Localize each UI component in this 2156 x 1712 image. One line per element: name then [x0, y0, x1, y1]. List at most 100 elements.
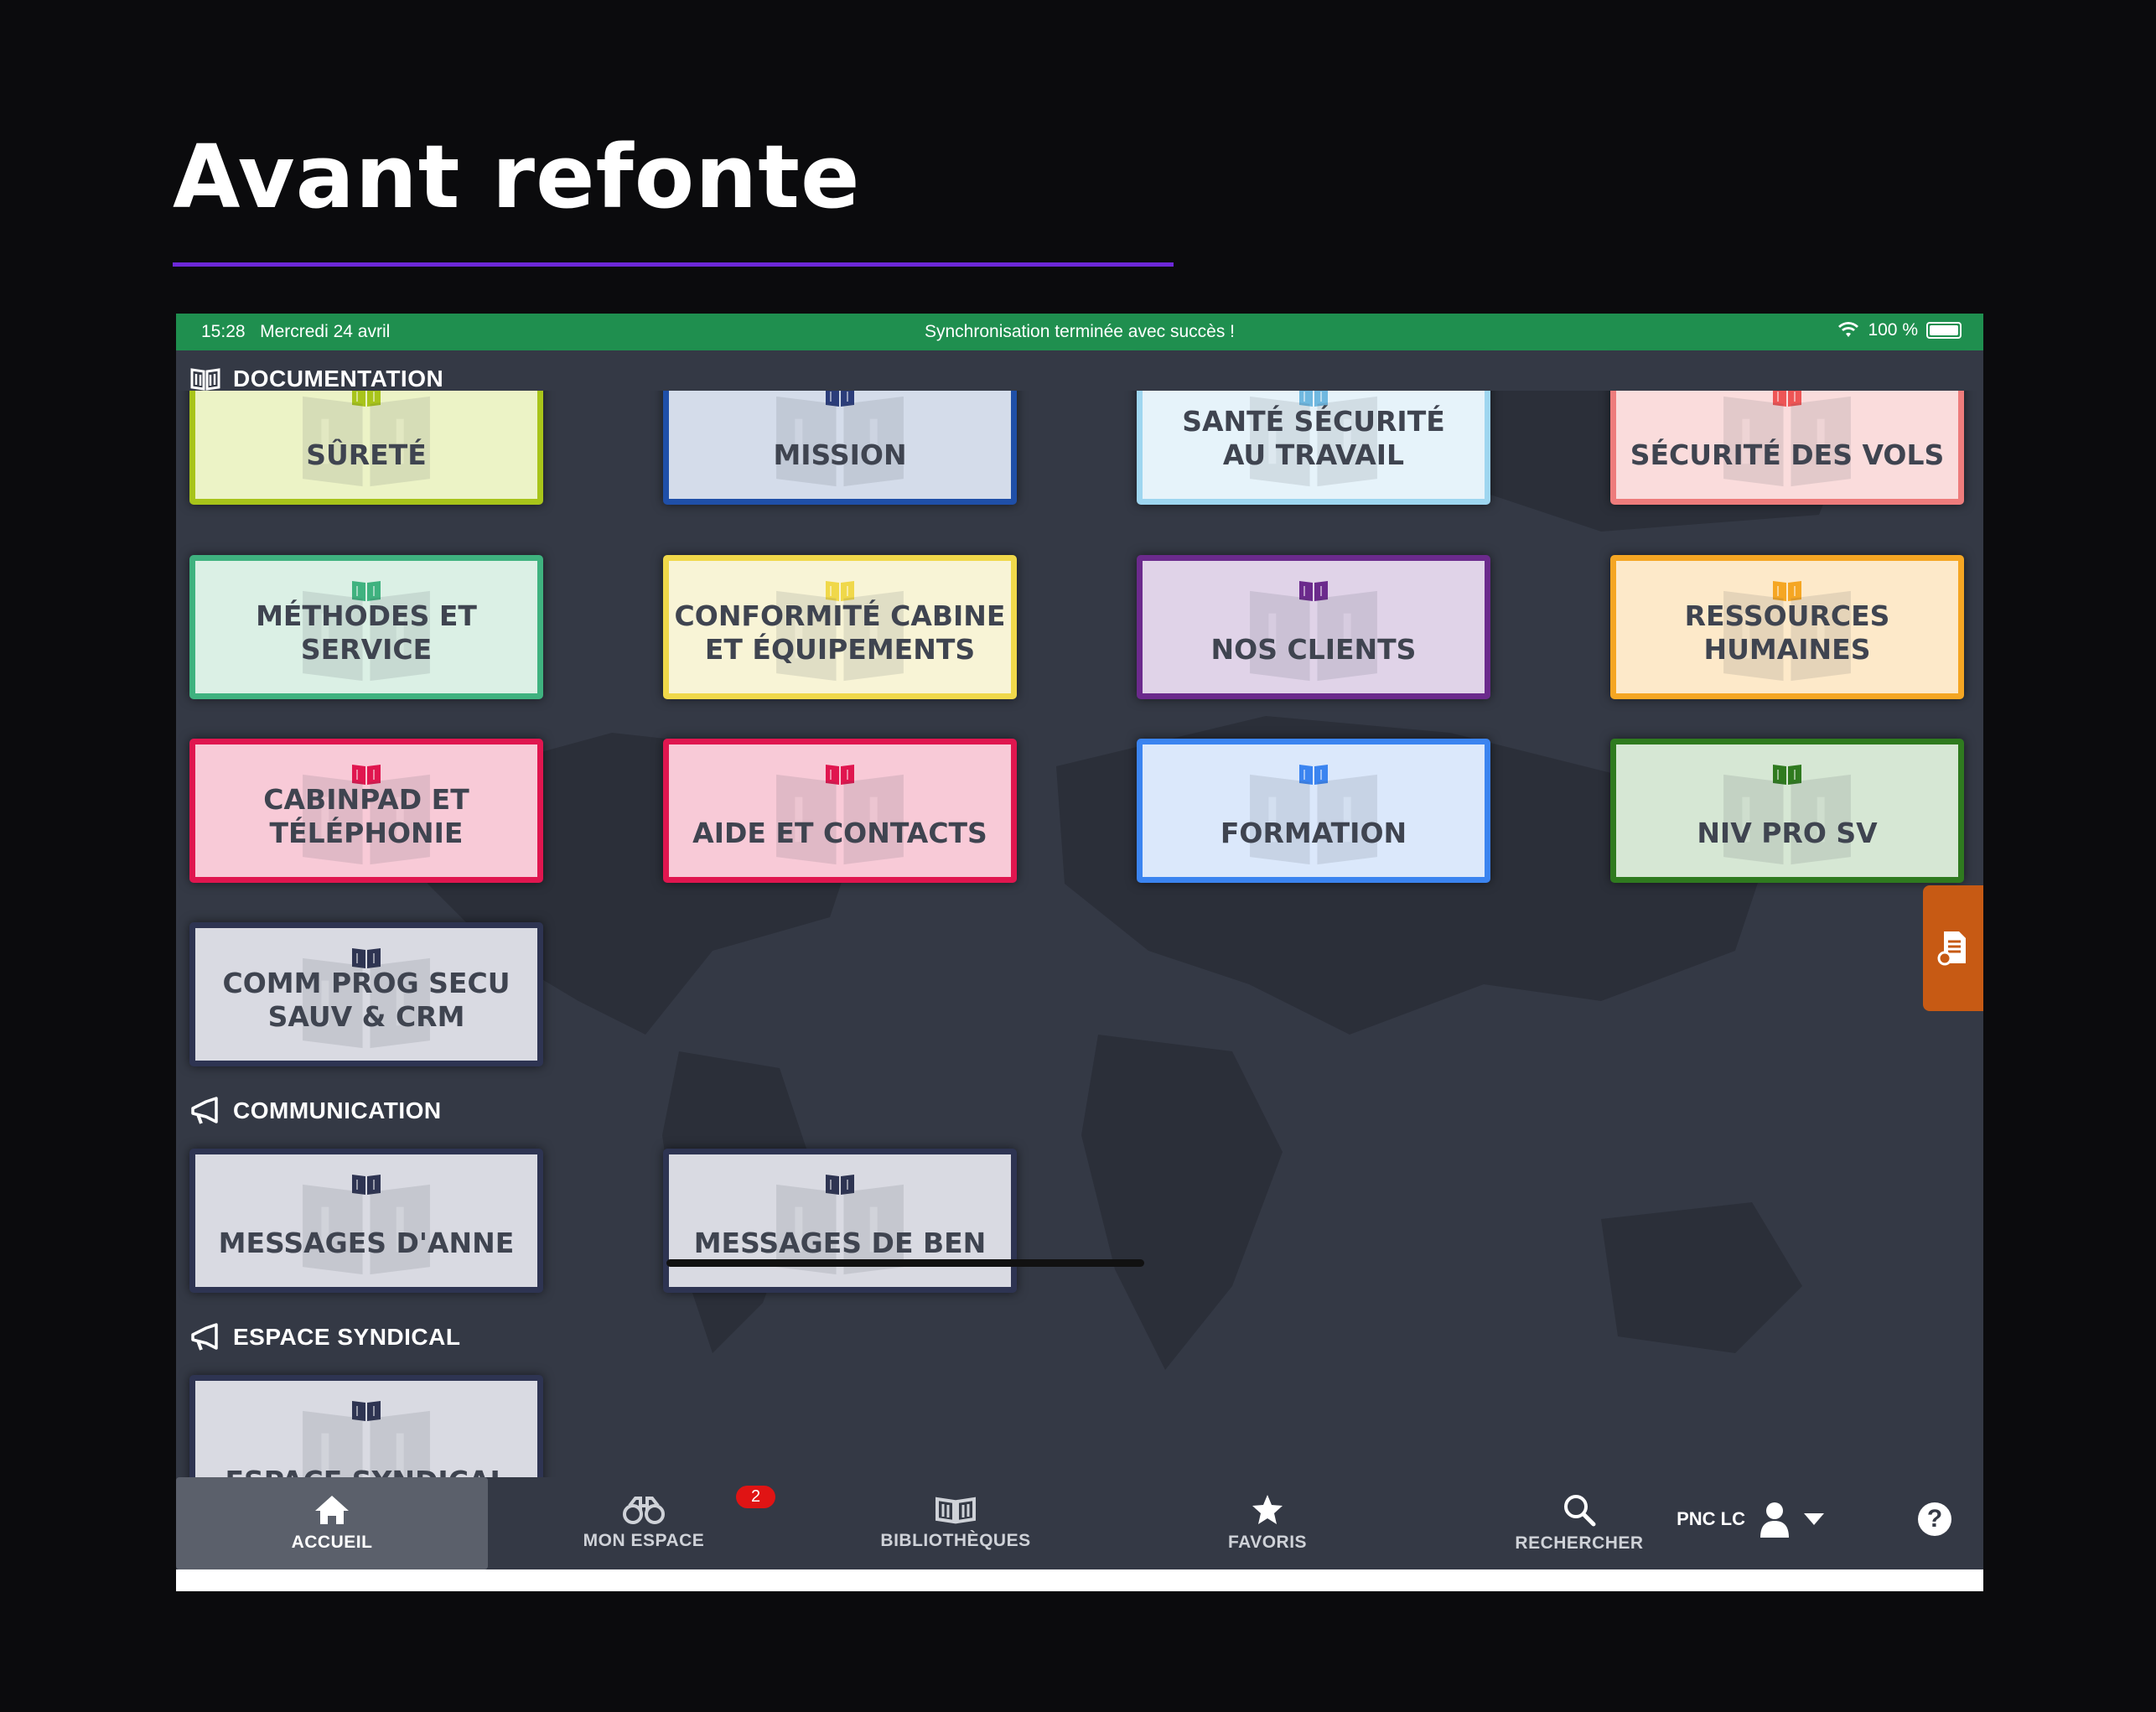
tablet-screenshot: 15:28 Mercredi 24 avril Synchronisation … — [176, 314, 1983, 1591]
card-aide-contacts[interactable]: AIDE ET CONTACTS — [663, 739, 1017, 883]
tab-label: MON ESPACE — [583, 1531, 705, 1550]
slide-title: Avant refonte — [173, 126, 861, 228]
card-title: NOS CLIENTS — [1210, 633, 1417, 666]
battery-percent: 100 % — [1868, 320, 1918, 340]
book-icon — [1299, 386, 1328, 407]
megaphone-icon — [191, 1097, 218, 1124]
book-icon — [352, 1401, 381, 1421]
card-cabinpad[interactable]: CABINPAD ET TÉLÉPHONIE — [189, 739, 543, 883]
book-watermark-icon — [303, 1184, 430, 1275]
book-watermark-icon — [303, 396, 430, 487]
book-icon — [826, 386, 854, 407]
home-bar-area — [176, 1569, 1983, 1591]
book-watermark-icon — [776, 396, 904, 487]
book-icon — [826, 1175, 854, 1195]
book-watermark-icon — [776, 1184, 904, 1275]
card-nos-clients[interactable]: NOS CLIENTS — [1137, 555, 1490, 699]
card-title: AIDE ET CONTACTS — [692, 817, 987, 849]
card-title: CABINPAD ET TÉLÉPHONIE — [263, 783, 469, 849]
book-icon — [1773, 581, 1801, 601]
book-watermark-icon — [303, 774, 430, 865]
home-indicator — [666, 1259, 1144, 1267]
card-title: NIV PRO SV — [1697, 817, 1878, 849]
sync-message: Synchronisation terminée avec succès ! — [924, 322, 1235, 341]
card-title: RESSOURCES HUMAINES — [1684, 599, 1890, 666]
home-icon — [315, 1496, 349, 1524]
book-watermark-icon — [776, 774, 904, 865]
card-title: MÉTHODES ET SERVICE — [256, 599, 477, 666]
card-methodes-service[interactable]: MÉTHODES ET SERVICE — [189, 555, 543, 699]
book-icon — [1773, 765, 1801, 785]
tab-label: FAVORIS — [1227, 1533, 1308, 1552]
help-button[interactable]: ? — [1918, 1502, 1951, 1536]
book-icon — [826, 765, 854, 785]
documentation-header-band — [176, 350, 1983, 391]
tab-label: ACCUEIL — [291, 1533, 373, 1552]
chevron-down-icon — [1804, 1513, 1824, 1525]
status-time: 15:28 — [201, 322, 246, 341]
help-icon: ? — [1926, 1505, 1943, 1533]
tab-rechercher[interactable]: RECHERCHER — [1423, 1477, 1735, 1569]
book-watermark-icon — [1250, 774, 1377, 865]
book-watermark-icon — [1250, 590, 1377, 682]
book-icon — [935, 1497, 976, 1524]
title-underline — [173, 262, 1174, 267]
book-watermark-icon — [303, 957, 430, 1049]
section-label-communication: COMMUNICATION — [233, 1097, 442, 1123]
book-icon — [190, 368, 220, 391]
wifi-icon — [1838, 322, 1859, 337]
card-title: MESSAGES DE BEN — [693, 1227, 987, 1259]
tab-label: BIBLIOTHÈQUES — [880, 1531, 1031, 1550]
battery-icon — [1926, 322, 1962, 339]
tab-mon-espace[interactable]: MON ESPACE — [488, 1477, 800, 1569]
card-title: MESSAGES D'ANNE — [218, 1227, 515, 1259]
bottom-tab-bar: ACCUEIL MON ESPACE 2 BIBLIOTHÈQUES FAVOR… — [176, 1477, 1983, 1569]
card-comm-prog-secu[interactable]: COMM PROG SECU SAUV & CRM — [189, 922, 543, 1066]
star-icon — [1252, 1495, 1283, 1524]
card-title: COMM PROG SECU SAUV & CRM — [222, 967, 510, 1033]
user-icon — [1760, 1502, 1789, 1538]
status-date: Mercredi 24 avril — [260, 322, 391, 341]
tab-favoris[interactable]: FAVORIS — [1112, 1477, 1423, 1569]
megaphone-icon — [191, 1323, 218, 1351]
book-icon — [826, 581, 854, 601]
card-messages-anne[interactable]: MESSAGES D'ANNE — [189, 1149, 543, 1293]
tab-accueil[interactable]: ACCUEIL — [176, 1477, 488, 1569]
side-document-tab[interactable] — [1923, 885, 1983, 1011]
book-icon — [352, 386, 381, 407]
section-label-documentation: DOCUMENTATION — [233, 366, 444, 392]
search-icon — [1564, 1495, 1596, 1527]
book-watermark-icon — [1723, 774, 1851, 865]
section-label-espace-syndical: ESPACE SYNDICAL — [233, 1324, 461, 1350]
book-icon — [352, 581, 381, 601]
tab-bibliotheques[interactable]: BIBLIOTHÈQUES — [800, 1477, 1112, 1569]
card-title: SÉCURITÉ DES VOLS — [1630, 438, 1945, 471]
notification-badge: 2 — [736, 1486, 776, 1508]
card-title: FORMATION — [1220, 817, 1407, 849]
section-header-espace-syndical: ESPACE SYNDICAL — [189, 1323, 460, 1351]
tab-label: RECHERCHER — [1515, 1533, 1644, 1553]
book-watermark-icon — [1723, 396, 1851, 487]
card-title: SANTÉ SÉCURITÉ AU TRAVAIL — [1182, 405, 1445, 471]
book-watermark-icon — [303, 590, 430, 682]
card-niv-pro-sv[interactable]: NIV PRO SV — [1610, 739, 1964, 883]
book-icon — [1299, 581, 1328, 601]
card-title: CONFORMITÉ CABINE ET ÉQUIPEMENTS — [674, 599, 1006, 666]
book-icon — [352, 948, 381, 968]
card-conformite-cabine[interactable]: CONFORMITÉ CABINE ET ÉQUIPEMENTS — [663, 555, 1017, 699]
card-title: SÛRETÉ — [306, 438, 427, 471]
section-header-communication: COMMUNICATION — [189, 1097, 442, 1125]
card-title: MISSION — [773, 438, 907, 471]
section-header-documentation: DOCUMENTATION — [189, 366, 443, 392]
card-formation[interactable]: FORMATION — [1137, 739, 1490, 883]
document-sync-icon — [1937, 931, 1966, 966]
book-icon — [352, 765, 381, 785]
book-watermark-icon — [1723, 590, 1851, 682]
book-icon — [352, 1175, 381, 1195]
status-bar: 15:28 Mercredi 24 avril Synchronisation … — [176, 314, 1983, 350]
card-messages-ben[interactable]: MESSAGES DE BEN — [663, 1149, 1017, 1293]
card-ressources-humaines[interactable]: RESSOURCES HUMAINES — [1610, 555, 1964, 699]
user-menu[interactable]: PNC LC — [1677, 1501, 1824, 1538]
user-label: PNC LC — [1677, 1508, 1745, 1529]
book-icon — [1773, 386, 1801, 407]
